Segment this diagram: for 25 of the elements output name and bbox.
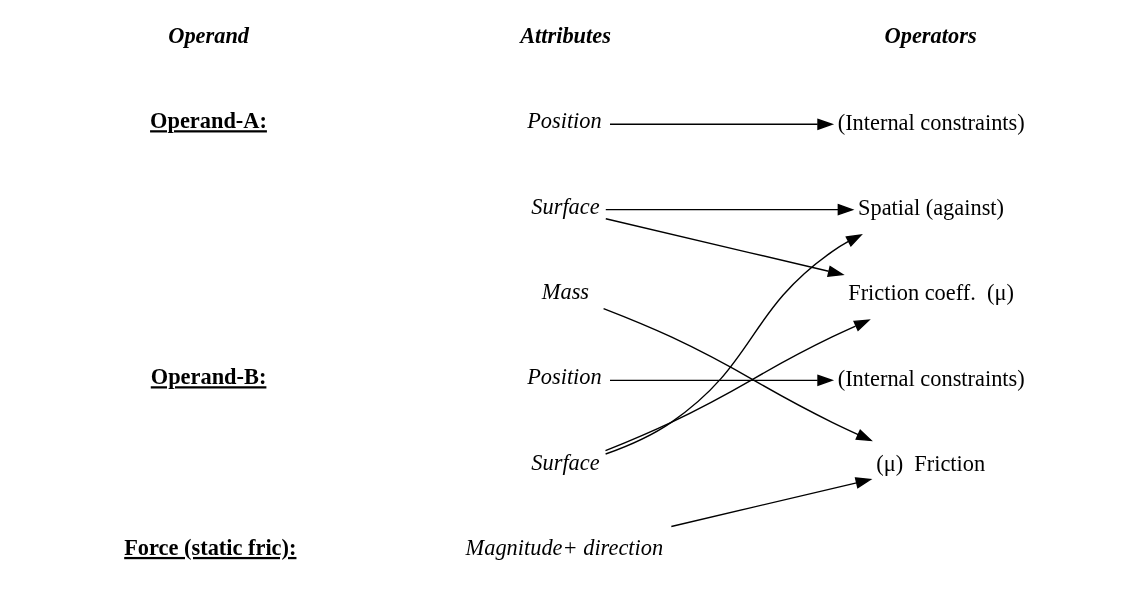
node-text: Spatial (against) xyxy=(858,194,1005,220)
arrow xyxy=(670,477,873,528)
label: Operand xyxy=(168,22,250,48)
label: Operators xyxy=(884,22,977,48)
label: Attributes xyxy=(520,22,611,48)
node-text: Position xyxy=(527,108,602,134)
arrow xyxy=(609,118,835,131)
node-text: Surface xyxy=(531,193,600,219)
arrow xyxy=(605,203,855,216)
arrow xyxy=(604,233,863,455)
node-text: Magnitude+ direction xyxy=(465,534,664,560)
arrow xyxy=(604,319,871,452)
arrow xyxy=(605,218,845,277)
node-text: Surface xyxy=(531,449,600,475)
node-text: (Internal constraints) xyxy=(837,365,1025,391)
label: Force (static fric): xyxy=(124,534,297,560)
node-text: Mass xyxy=(541,278,590,304)
arrow xyxy=(609,374,835,387)
node-text: Friction coeff. (μ) xyxy=(848,280,1014,306)
label: Operand-A: xyxy=(150,108,267,134)
node-text: (Internal constraints) xyxy=(837,109,1025,135)
label: Operand-B: xyxy=(150,364,267,390)
node-text: (μ) Friction xyxy=(876,451,986,477)
node-text: Position xyxy=(527,364,602,390)
arrow xyxy=(602,307,873,442)
